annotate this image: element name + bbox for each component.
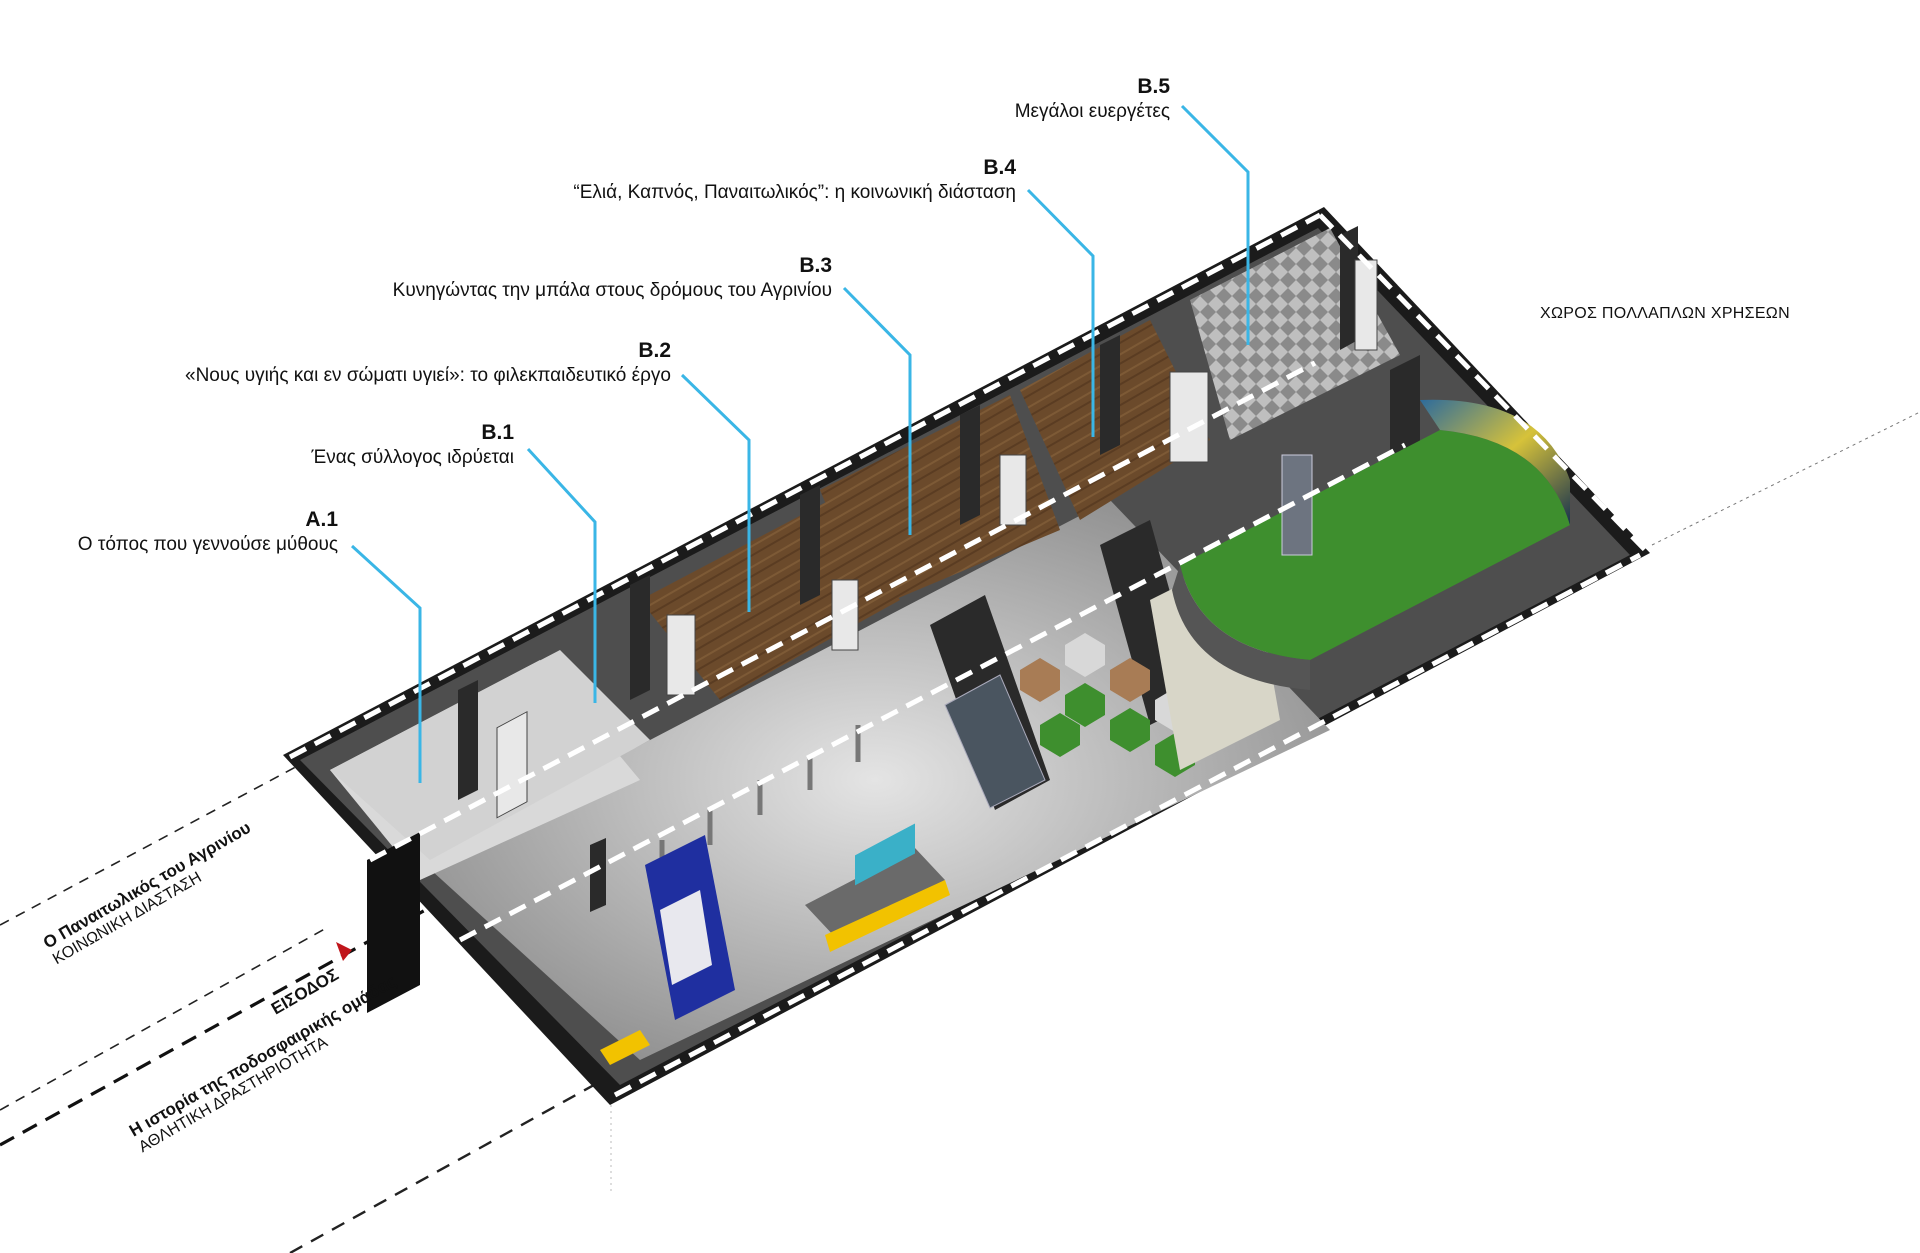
- zone-b4-title: “Ελιά, Καπνός, Παναιτωλικός”: η κοινωνικ…: [573, 182, 1016, 203]
- photo-panels: [496, 259, 1378, 819]
- zone-b2-title: «Νους υγιής και εν σώματι υγιεί»: το φιλ…: [185, 365, 671, 386]
- zone-a1-code: A.1: [305, 508, 338, 531]
- leader-lines: [350, 104, 1250, 783]
- zone-b1-title: Ένας σύλλογος ιδρύεται: [311, 447, 514, 468]
- zone-b4-code: B.4: [983, 156, 1016, 179]
- entrance-marker-icon: [336, 942, 352, 961]
- room-b2-floor: [640, 500, 900, 700]
- grass-arena: [1180, 430, 1570, 660]
- building-dashes: [288, 212, 1652, 1098]
- zone-b5-title: Μεγάλοι ευεργέτες: [1014, 101, 1170, 122]
- room-b3-floor: [820, 395, 1060, 610]
- arena-wall: [1172, 565, 1310, 690]
- room-a1-b1-floor: [330, 650, 650, 860]
- multipurpose-space-label: ΧΩΡΟΣ ΠΟΛΛΑΠΛΩΝ ΧΡΗΣΕΩΝ: [1540, 305, 1790, 322]
- zone-b2-label: B.2 «Νους υγιής και εν σώματι υγιεί»: το…: [185, 339, 671, 389]
- zone-b5-label: B.5 Μεγάλοι ευεργέτες: [1015, 75, 1170, 125]
- corridor-floor: [420, 500, 1330, 1060]
- entrance-door: [367, 832, 420, 1013]
- zone-b2-code: B.2: [638, 339, 671, 362]
- hex-floor: [1020, 633, 1195, 777]
- glass-cabinet: [944, 674, 1046, 809]
- reception-desk: [805, 848, 945, 937]
- zone-b1-label: B.1 Ένας σύλλογος ιδρύεται: [311, 421, 514, 471]
- zone-b3-code: B.3: [799, 254, 832, 277]
- zone-b4-label: B.4 “Ελιά, Καπνός, Παναιτωλικός”: η κοιν…: [573, 156, 1016, 206]
- desk-screen: [855, 823, 915, 886]
- zone-a1-title: Ο τόπος που γεννούσε μύθους: [77, 534, 338, 555]
- zone-b1-code: B.1: [481, 421, 514, 444]
- zone-b5-code: B.5: [1137, 75, 1170, 98]
- floor-yellow-accent: [600, 1030, 650, 1065]
- zone-b3-title: Κυνηγώντας την μπάλα στους δρόμους του Α…: [392, 280, 832, 301]
- desk-yellow: [825, 880, 950, 952]
- zone-a1-label: A.1 Ο τόπος που γεννούσε μύθους: [78, 508, 338, 558]
- zone-b3-label: B.3 Κυνηγώντας την μπάλα στους δρόμους τ…: [393, 254, 832, 304]
- stadium-screen: [1420, 399, 1570, 525]
